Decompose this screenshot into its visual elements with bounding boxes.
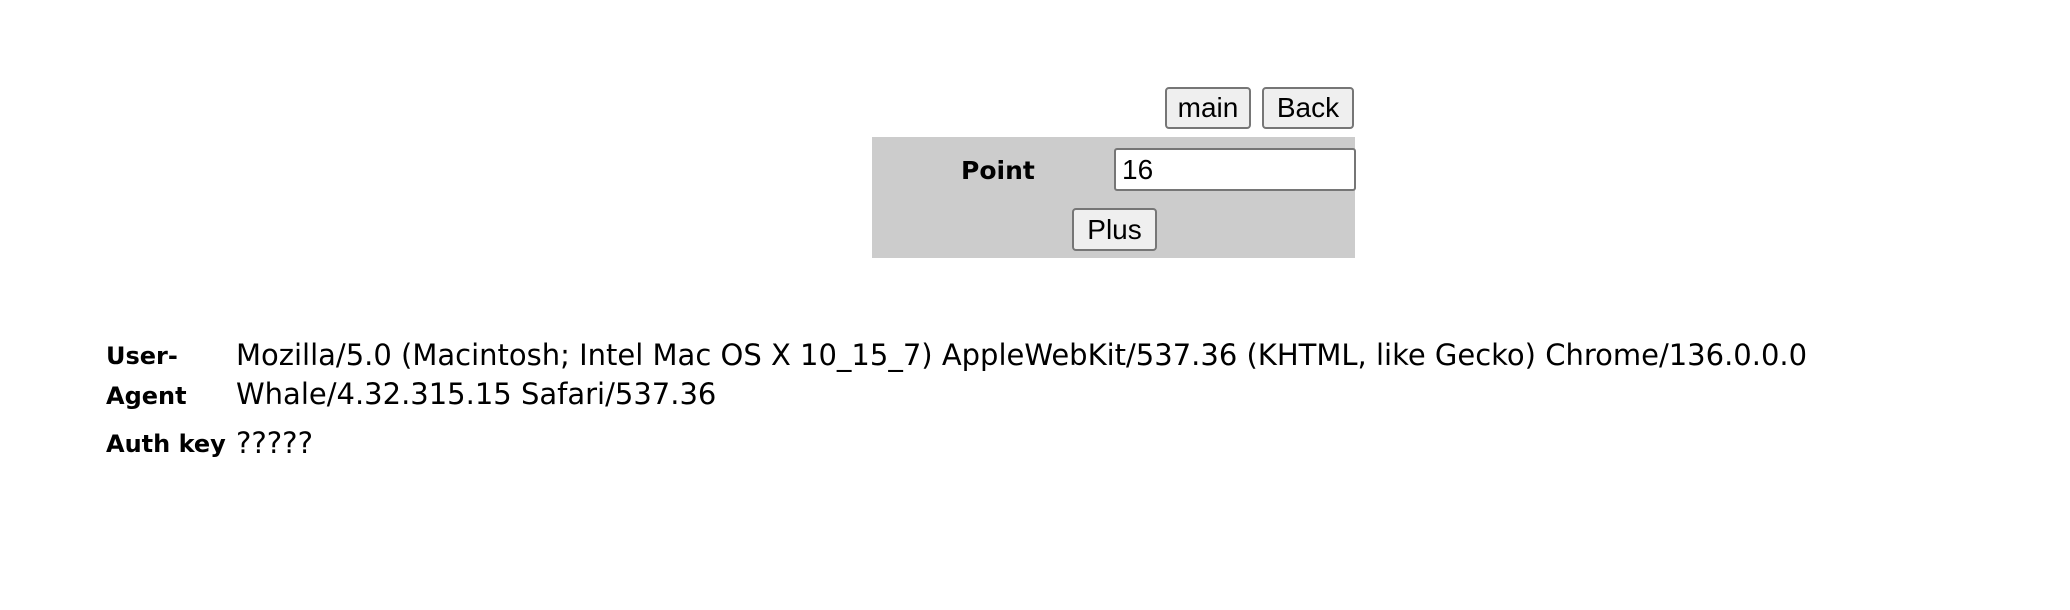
user-agent-row: User-Agent Mozilla/5.0 (Macintosh; Intel…: [106, 336, 2026, 416]
plus-button[interactable]: Plus: [1072, 208, 1157, 251]
user-agent-value: Mozilla/5.0 (Macintosh; Intel Mac OS X 1…: [236, 338, 1808, 411]
user-agent-key-label: User-Agent: [106, 342, 187, 410]
point-label: Point: [961, 156, 1035, 185]
back-button[interactable]: Back: [1262, 87, 1354, 129]
auth-key-key: Auth key: [106, 430, 226, 458]
point-input[interactable]: [1114, 148, 1356, 191]
main-button[interactable]: main: [1165, 87, 1251, 129]
auth-key-row: Auth key ?????: [106, 416, 2026, 464]
auth-key-value: ?????: [236, 426, 313, 460]
info-table: User-Agent Mozilla/5.0 (Macintosh; Intel…: [106, 336, 2026, 464]
user-agent-key: User-Agent: [106, 336, 236, 416]
point-form-panel: Point Plus: [872, 137, 1356, 258]
